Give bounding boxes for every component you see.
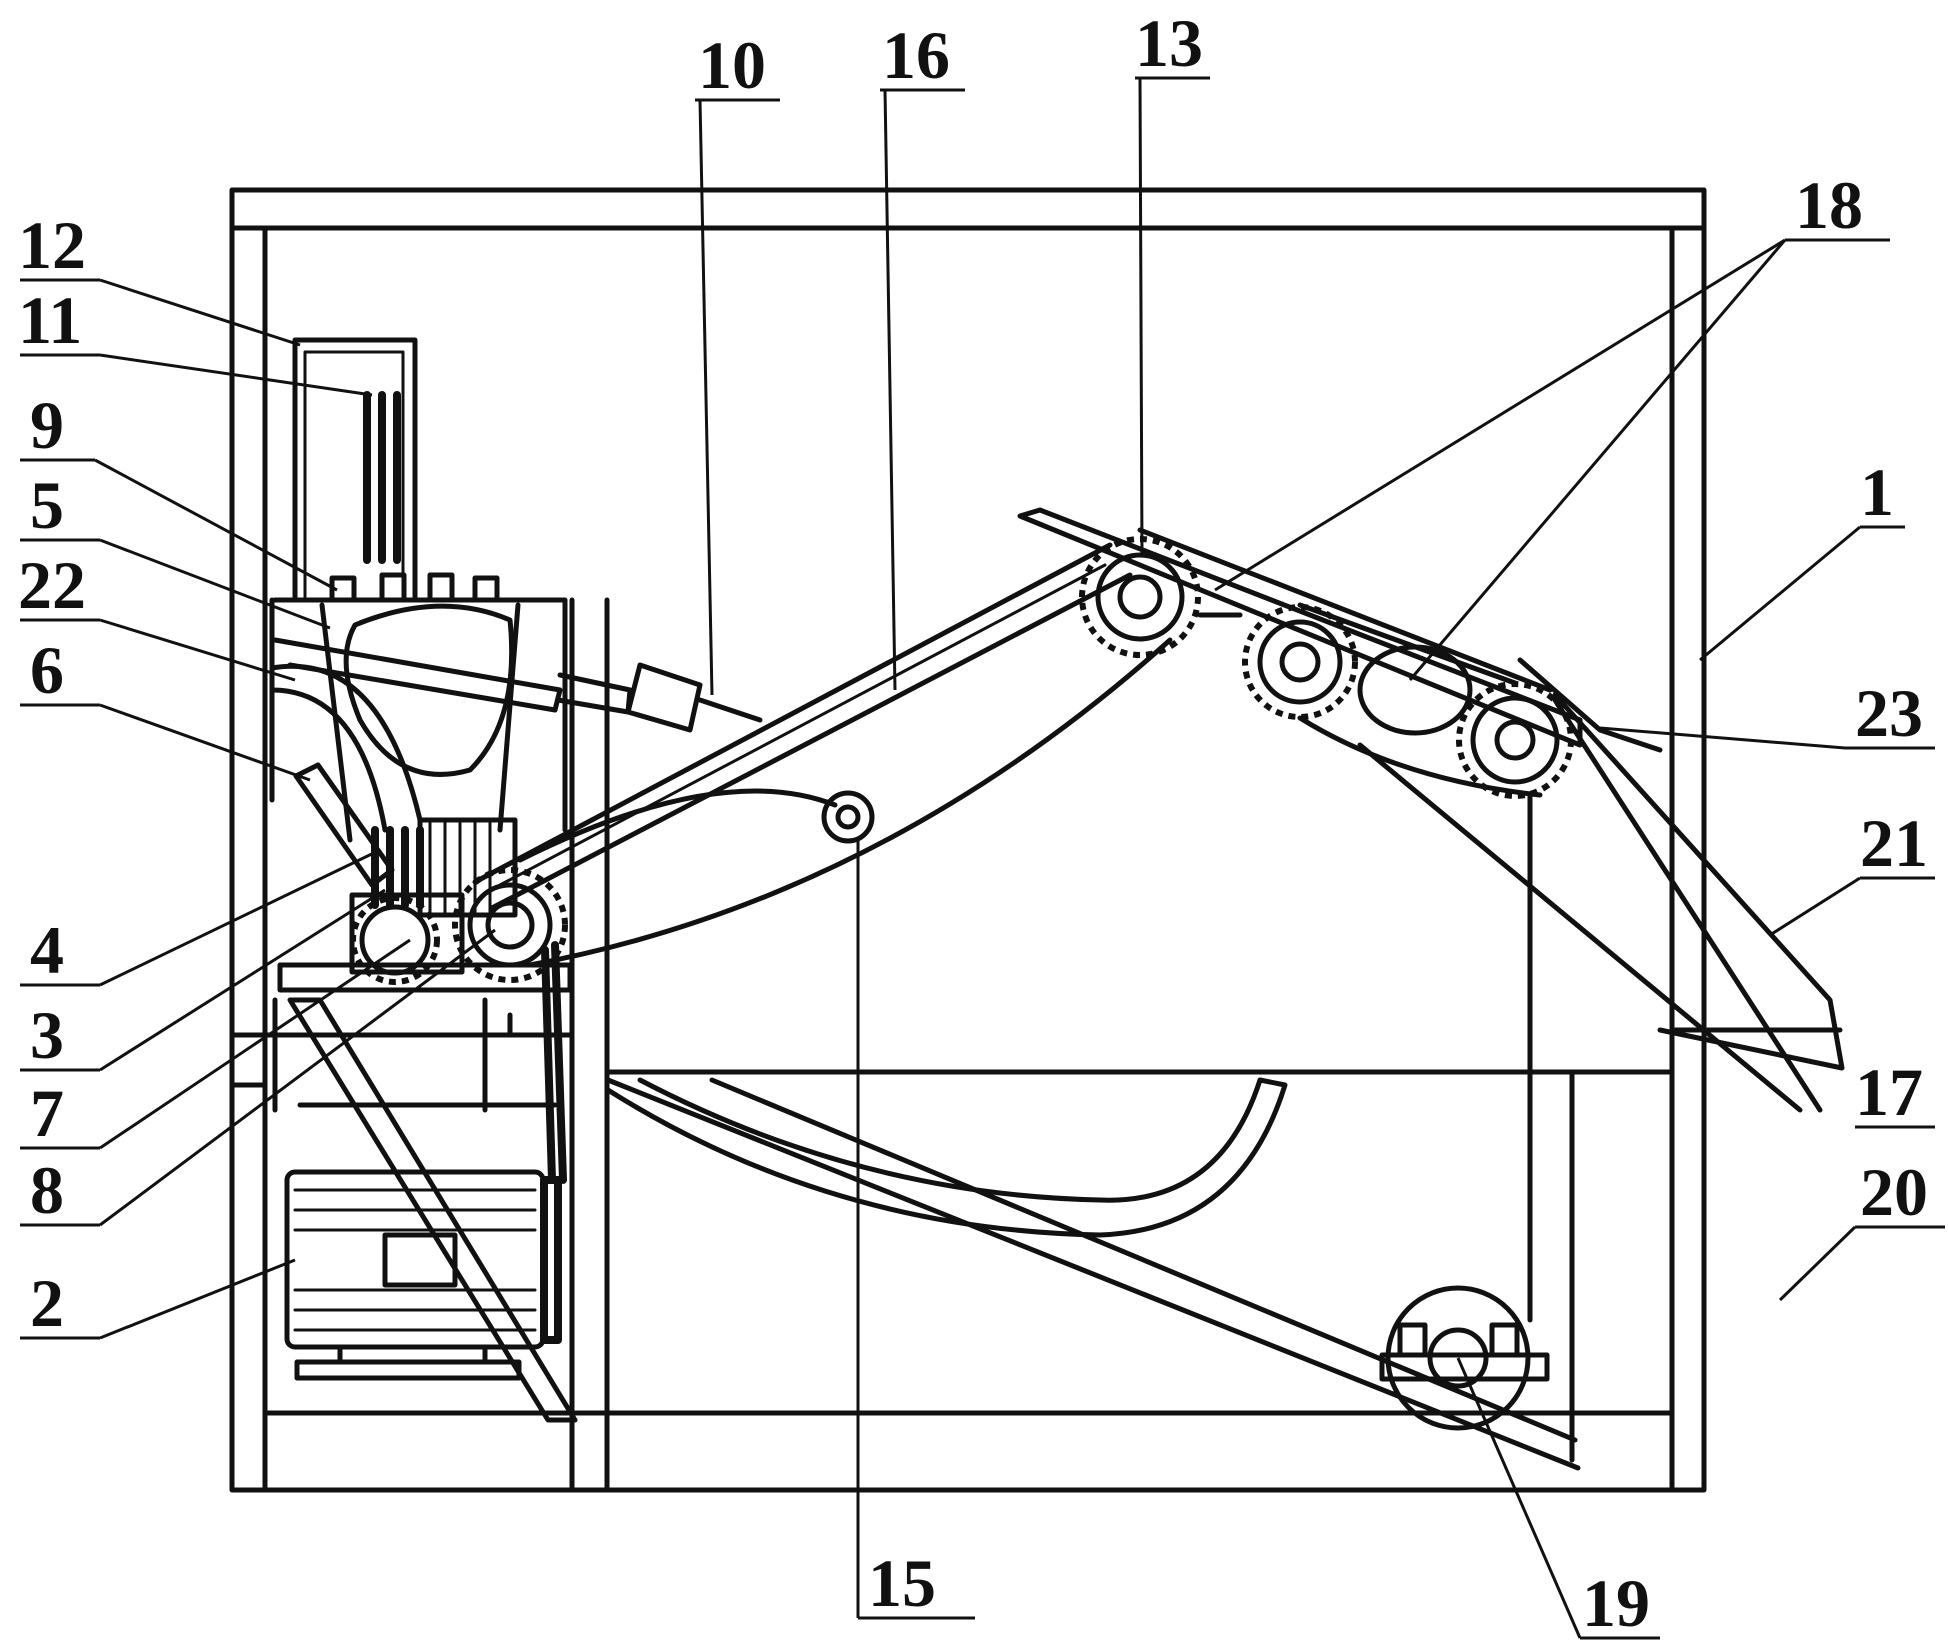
label-15: 15 — [868, 1545, 936, 1621]
label-2: 2 — [30, 1265, 64, 1341]
label-7: 7 — [30, 1075, 64, 1151]
label-9: 9 — [30, 387, 64, 463]
label-23: 23 — [1855, 675, 1923, 751]
label-19: 19 — [1582, 1565, 1650, 1641]
leader-lines — [20, 76, 1945, 1640]
lower-chute — [605, 1077, 1581, 1471]
label-6: 6 — [30, 632, 64, 708]
motor — [284, 1169, 562, 1381]
label-18: 18 — [1795, 167, 1863, 243]
label-16: 16 — [882, 17, 950, 93]
part-labels: 12 11 9 5 22 6 4 3 7 8 2 10 16 13 18 1 2… — [18, 5, 1928, 1641]
label-13: 13 — [1135, 5, 1203, 81]
label-1: 1 — [1860, 454, 1894, 530]
conveyor-arm — [472, 507, 1845, 1323]
label-17: 17 — [1855, 1054, 1923, 1130]
label-8: 8 — [30, 1152, 64, 1228]
label-20: 20 — [1860, 1154, 1928, 1230]
label-10: 10 — [698, 27, 766, 103]
label-12: 12 — [18, 207, 86, 283]
label-3: 3 — [30, 997, 64, 1073]
label-22: 22 — [18, 547, 86, 623]
label-11: 11 — [18, 282, 82, 358]
label-4: 4 — [30, 912, 64, 988]
upper-mechanism — [269, 337, 763, 1423]
label-5: 5 — [30, 467, 64, 543]
label-21: 21 — [1860, 805, 1928, 881]
